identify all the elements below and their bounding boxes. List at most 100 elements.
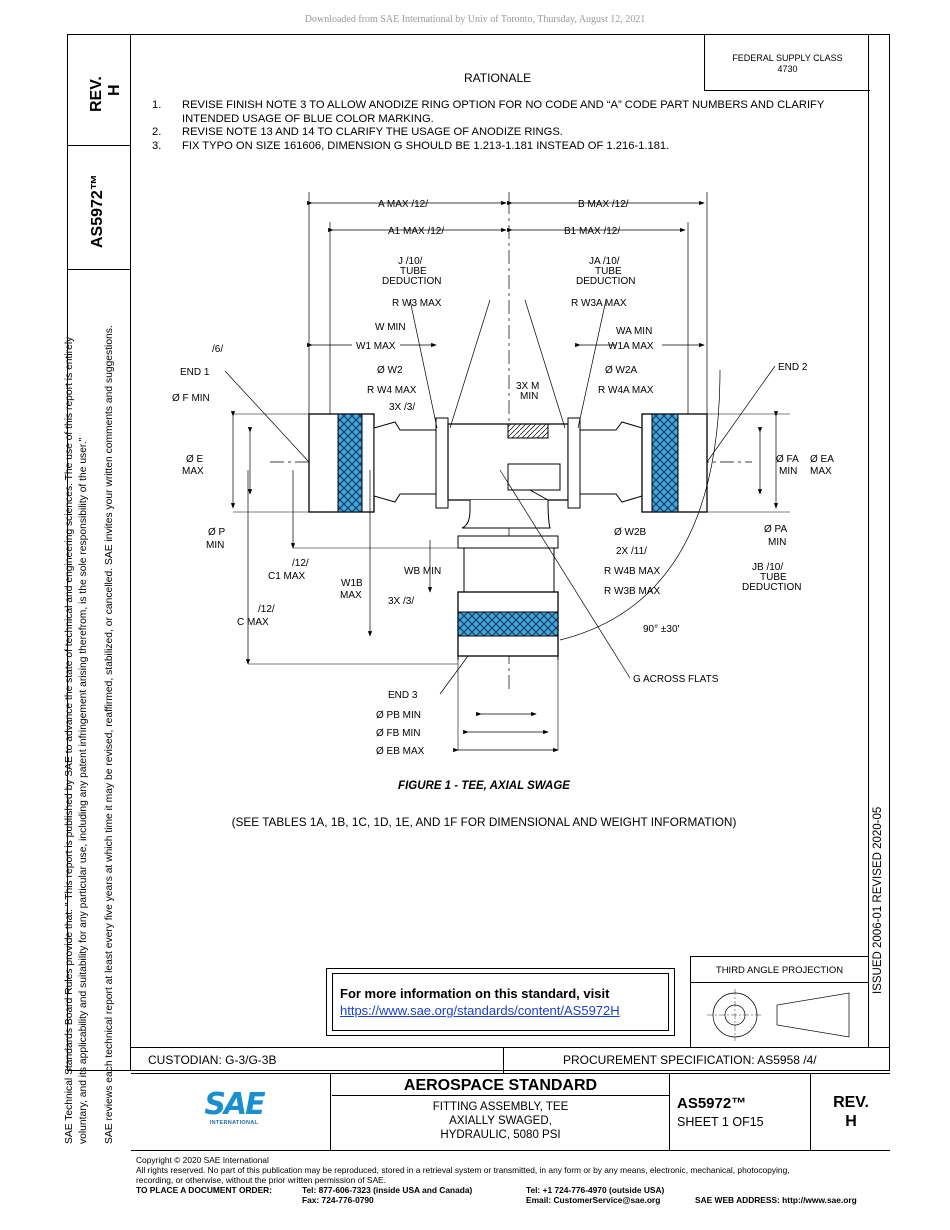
doc-number-cell: AS5972™ SHEET 1 OF15 [671,1074,811,1151]
rev-cell: REV. H [812,1074,890,1151]
label-end2: END 2 [778,362,808,373]
dim-rw3b: R W3B MAX [604,586,660,597]
federal-supply-value: 4730 [777,64,798,74]
dim-m-line2: MIN [520,391,538,402]
dim-fa-line2: MIN [779,466,797,477]
sae-logo: SAE INTERNATIONAL [204,1087,265,1127]
note-3x-3: 3X /3/ [389,402,415,413]
rationale-title: RATIONALE [464,71,532,85]
dim-w1-max: W1 MAX [356,341,396,352]
dim-e-line1: Ø E [186,454,204,465]
tel-intl: Tel: +1 724-776-4970 (outside USA) [526,1185,665,1195]
dim-a-max: A MAX /12/ [378,199,428,210]
order-label: TO PLACE A DOCUMENT ORDER: [136,1185,273,1195]
dim-rw4b: R W4B MAX [604,566,660,577]
rights-line1: All rights reserved. No part of this pub… [136,1165,790,1175]
dim-pa-line1: Ø PA [764,524,787,535]
drawing-sheet-border [67,34,890,1071]
dim-wa-min: WA MIN [616,326,652,337]
rationale-item: 3.FIX TYPO ON SIZE 161606, DIMENSION G S… [152,139,670,152]
dim-j-line3: DEDUCTION [382,276,441,287]
dim-rw4a: R W4A MAX [598,385,654,396]
dim-g-flats: G ACROSS FLATS [633,674,719,685]
dim-a1-max: A1 MAX /12/ [388,226,444,237]
document-type: AEROSPACE STANDARD [332,1074,669,1096]
rationale-list: 1.REVISE FINISH NOTE 3 TO ALLOW ANODIZE … [152,99,852,153]
label-end1: END 1 [180,367,210,378]
title-block [131,1074,890,1151]
dim-c1-line2: C1 MAX [268,571,306,582]
left-margin-column [67,34,131,1071]
dim-b-max: B MAX /12/ [578,199,629,210]
dim-ja-line2: TUBE [595,266,622,277]
dim-rw4: R W4 MAX [367,385,417,396]
note-3x-3b: 3X /3/ [388,596,414,607]
info-box: For more information on this standard, v… [326,968,675,1036]
dim-ea-line1: Ø EA [810,454,834,465]
note-6: /6/ [212,344,223,355]
side-rev-box [67,34,131,146]
dim-rw3a: R W3A MAX [571,298,627,309]
title-line2: AXIALLY SWAGED, [449,1115,552,1127]
tel-usa: Tel: 877-606-7323 (inside USA and Canada… [302,1185,473,1195]
dim-w2a: Ø W2A [605,365,638,376]
rev-label: REV. [833,1094,869,1111]
title-line3: HYDRAULIC, 5080 PSI [440,1129,561,1141]
federal-supply-label: FEDERAL SUPPLY CLASS [732,53,843,63]
sheet-number: SHEET 1 OF15 [677,1115,764,1129]
sae-logo-cell: SAE INTERNATIONAL [131,1074,331,1151]
dim-c1-line1: /12/ [292,558,309,569]
dim-jb-line2: TUBE [760,572,787,583]
dim-p-line1: Ø P [208,527,226,538]
standard-link[interactable]: https://www.sae.org/standards/content/AS… [340,1003,620,1018]
copyright: Copyright © 2020 SAE International [136,1155,269,1165]
dim-jb-line1: JB /10/ [752,562,783,573]
dim-rw3: R W3 MAX [392,298,442,309]
dim-fa-line1: Ø FA [776,454,799,465]
custodian: CUSTODIAN: G-3/G-3B [148,1053,277,1067]
note-2x-11: 2X /11/ [616,546,647,557]
dim-m-line1: 3X M [516,381,539,392]
dim-ja-line1: JA /10/ [589,256,620,267]
dim-eb-max: Ø EB MAX [376,746,425,757]
dim-fb-min: Ø FB MIN [376,728,420,739]
doc-number: AS5972™ [677,1095,747,1112]
dim-b1-max: B1 MAX /12/ [564,226,620,237]
title-line1: FITTING ASSEMBLY, TEE [432,1101,569,1113]
dim-j-line2: TUBE [400,266,427,277]
dim-e-line2: MAX [182,466,204,477]
info-text: For more information on this standard, v… [340,986,610,1001]
right-margin-column [868,34,890,1047]
dim-p-line2: MIN [206,540,224,551]
dim-c-line2: C MAX [237,617,269,628]
dim-w1a-max: W1A MAX [608,341,654,352]
rationale-item: 2.REVISE NOTE 13 AND 14 TO CLARIFY THE U… [152,126,563,138]
dim-f-min: Ø F MIN [172,393,210,404]
rationale-item: 1.REVISE FINISH NOTE 3 TO ALLOW ANODIZE … [152,99,825,125]
label-end3: END 3 [388,690,418,701]
dim-w1b-line1: W1B [341,578,363,589]
dim-pa-line2: MIN [768,537,786,548]
figure-caption: FIGURE 1 - TEE, AXIAL SWAGE [398,780,570,792]
web-address[interactable]: SAE WEB ADDRESS: http://www.sae.org [695,1195,857,1205]
third-angle-label: THIRD ANGLE PROJECTION [715,965,844,976]
custodian-row [131,1047,890,1074]
email[interactable]: Email: CustomerService@sae.org [526,1195,661,1205]
dim-w1b-line2: MAX [340,590,362,601]
dim-angle: 90° ±30' [643,624,680,635]
download-notice: Downloaded from SAE International by Uni… [304,14,646,25]
dim-wb-min: WB MIN [404,566,441,577]
dim-c-line1: /12/ [258,604,275,615]
projection-symbol-icon [707,989,850,1041]
rev-value: H [845,1113,857,1130]
footer: Copyright © 2020 SAE International All r… [136,1155,896,1205]
federal-supply-box: FEDERAL SUPPLY CLASS 4730 [704,34,870,91]
see-tables-note: (SEE TABLES 1A, 1B, 1C, 1D, 1E, AND 1F F… [231,815,737,829]
title-cell: AEROSPACE STANDARD FITTING ASSEMBLY, TEE… [332,1074,670,1151]
dim-w-min: W MIN [375,322,406,333]
dim-w2b: Ø W2B [614,527,647,538]
dim-ea-line2: MAX [810,466,832,477]
dim-ja-line3: DEDUCTION [576,276,635,287]
dim-jb-line3: DEDUCTION [742,582,801,593]
